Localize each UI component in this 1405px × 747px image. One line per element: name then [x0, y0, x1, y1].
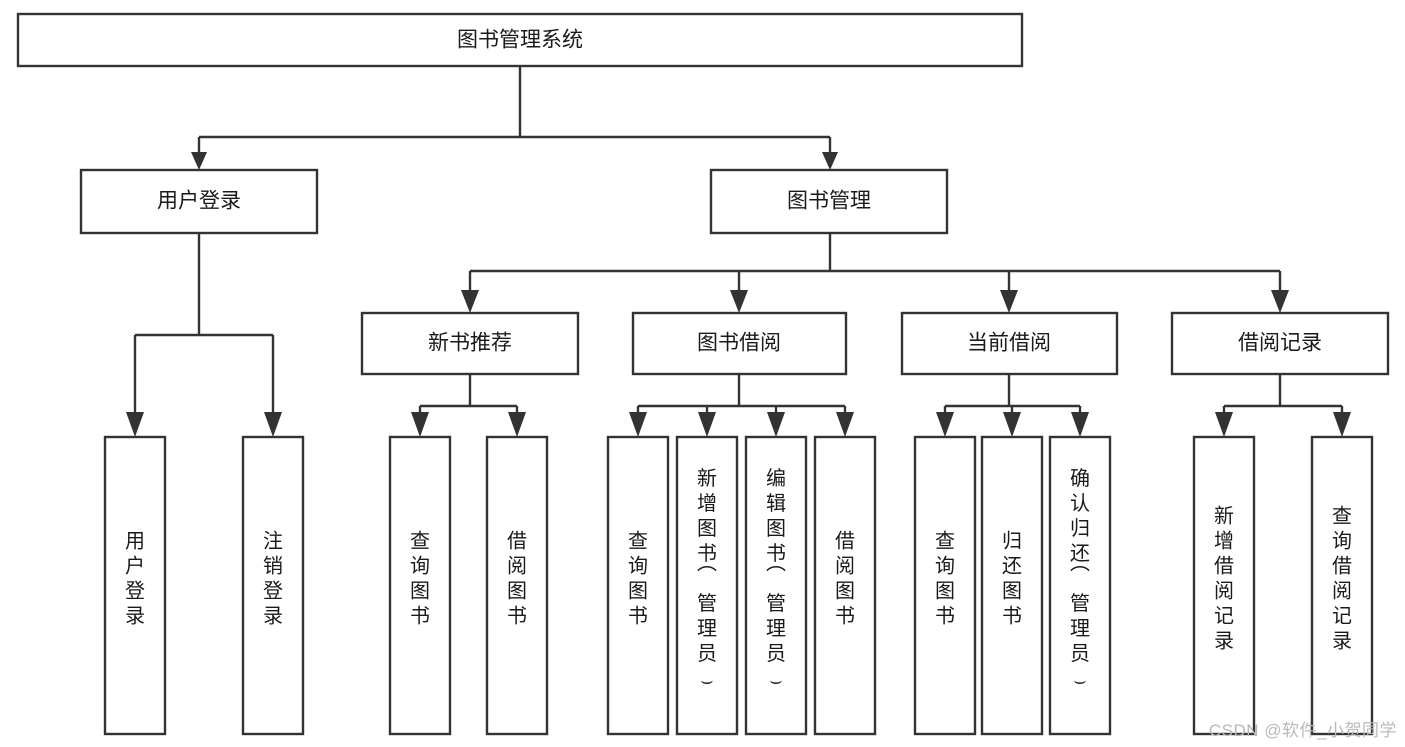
arrowhead-leaf-borrow-book-1	[508, 412, 526, 437]
node-leaf-query-book-1-box[interactable]	[388, 435, 452, 736]
node-leaf-borrow-book-2-label: 借阅图书	[835, 530, 855, 628]
node-borrow-record-box[interactable]	[1170, 311, 1390, 376]
node-book-management-box[interactable]	[709, 168, 949, 235]
node-new-book-recommend-label: 新书推荐	[428, 332, 512, 355]
node-book-management-label: 图书管理	[787, 190, 871, 213]
arrowhead-leaf-return-book	[1003, 412, 1021, 437]
node-user-login[interactable]: 用户登录	[79, 168, 319, 235]
leaf-labels-layer: 用户登录 注销登录 查询图书 借阅图书 查询图书 新增图书⌒管理员⌣ 编辑图书⌒…	[125, 467, 1352, 692]
node-leaf-borrow-book-2-box[interactable]	[813, 435, 877, 736]
leaf-nodes-layer	[103, 435, 1374, 736]
node-leaf-confirm-return-label: 确认归还⌒管理员⌣	[1070, 467, 1090, 692]
node-current-borrow[interactable]: 当前借阅	[900, 311, 1119, 376]
node-root-system-label: 图书管理系统	[457, 29, 583, 52]
node-leaf-user-login-label: 用户登录	[125, 531, 145, 628]
node-leaf-add-record-box[interactable]	[1192, 435, 1256, 736]
arrowhead-leaf-add-record	[1215, 412, 1233, 437]
connector-layer	[126, 66, 1351, 437]
node-root-system[interactable]: 图书管理系统	[16, 12, 1024, 68]
node-leaf-query-book-2-label: 查询图书	[628, 530, 648, 628]
node-user-login-label: 用户登录	[157, 190, 241, 213]
arrowhead-leaf-query-book-3	[936, 412, 954, 437]
node-leaf-edit-book-box[interactable]	[744, 435, 808, 736]
node-leaf-edit-book-label: 编辑图书⌒管理员⌣	[766, 467, 786, 692]
node-leaf-query-book-3-label: 查询图书	[935, 530, 955, 628]
node-user-login-box[interactable]	[79, 168, 319, 235]
node-book-management[interactable]: 图书管理	[709, 168, 949, 235]
arrowhead-leaf-add-book	[698, 412, 716, 437]
node-leaf-borrow-book-1-box[interactable]	[485, 435, 549, 736]
node-leaf-logout-label: 注销登录	[263, 530, 283, 628]
node-leaf-add-book-label: 新增图书⌒管理员⌣	[697, 467, 717, 692]
node-leaf-borrow-book-1-label: 借阅图书	[507, 530, 527, 628]
node-leaf-logout-box[interactable]	[241, 435, 305, 736]
arrowhead-leaf-query-book-1	[411, 412, 429, 437]
node-leaf-query-book-1-label: 查询图书	[410, 530, 430, 628]
node-leaf-query-book-2-box[interactable]	[606, 435, 670, 736]
node-root-system-box[interactable]	[16, 12, 1024, 68]
node-new-book-recommend[interactable]: 新书推荐	[360, 311, 580, 376]
node-leaf-query-record-box[interactable]	[1310, 435, 1374, 736]
csdn-watermark: CSDN @软件_小贺同学	[1208, 721, 1397, 740]
node-leaf-return-book-label: 归还图书	[1002, 530, 1022, 628]
node-book-borrow[interactable]: 图书借阅	[631, 311, 848, 376]
arrowhead-current-borrow	[1000, 290, 1018, 313]
arrowhead-user-login	[191, 152, 207, 170]
arrowhead-leaf-logout	[264, 412, 282, 437]
node-new-book-recommend-box[interactable]	[360, 311, 580, 376]
node-current-borrow-label: 当前借阅	[967, 332, 1051, 355]
node-leaf-user-login-box[interactable]	[103, 435, 167, 736]
node-leaf-add-book-box[interactable]	[675, 435, 739, 736]
node-book-borrow-box[interactable]	[631, 311, 848, 376]
node-borrow-record[interactable]: 借阅记录	[1170, 311, 1390, 376]
arrowhead-borrow-record	[1271, 290, 1289, 313]
arrowhead-leaf-borrow-book-2	[836, 412, 854, 437]
node-leaf-query-record-label: 查询借阅记录	[1332, 505, 1352, 653]
arrowhead-new-book-recommend	[461, 290, 479, 313]
node-leaf-add-record-label: 新增借阅记录	[1214, 505, 1234, 653]
node-leaf-return-book-box[interactable]	[980, 435, 1044, 736]
arrowhead-leaf-user-login	[126, 412, 144, 437]
arrowhead-leaf-query-record	[1333, 412, 1351, 437]
arrowhead-book-borrow	[730, 290, 748, 313]
node-book-borrow-label: 图书借阅	[697, 332, 781, 355]
arrowhead-leaf-confirm-return	[1071, 412, 1089, 437]
arrowhead-leaf-edit-book	[767, 412, 785, 437]
arrowhead-leaf-query-book-2	[629, 412, 647, 437]
arrowhead-book-management	[822, 152, 838, 170]
node-current-borrow-box[interactable]	[900, 311, 1119, 376]
node-leaf-query-book-3-box[interactable]	[913, 435, 977, 736]
node-borrow-record-label: 借阅记录	[1238, 332, 1322, 355]
node-leaf-confirm-return-box[interactable]	[1048, 435, 1112, 736]
